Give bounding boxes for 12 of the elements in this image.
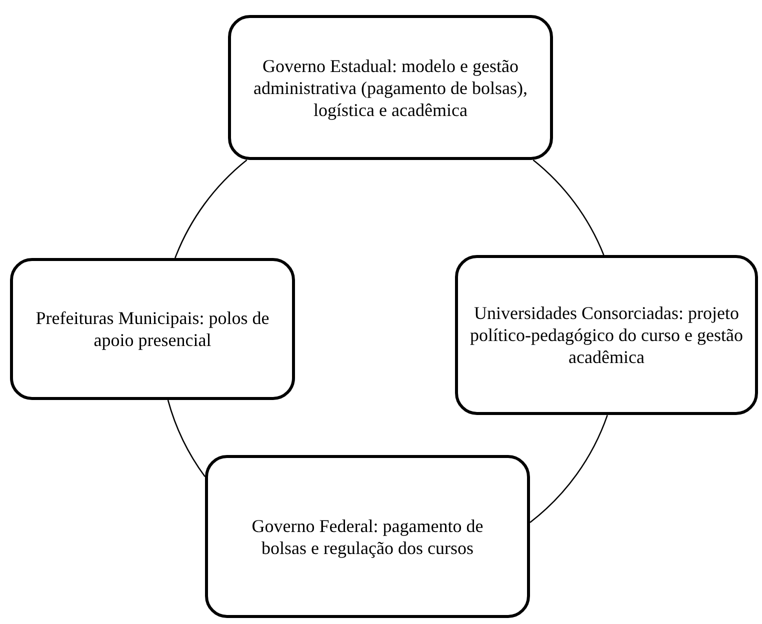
rounded-box <box>205 455 530 618</box>
rounded-box <box>10 258 295 400</box>
box-text: Universidades Consorciadas: projeto político-pedagógico do curso e gestão acadêmica <box>469 302 744 368</box>
box-text: Governo Estadual: modelo e gestão administrativa (pagamento de bolsas), logística e acadêmica <box>252 54 528 120</box>
rounded-box <box>455 255 758 415</box>
connector-arc <box>174 160 248 258</box>
box-text: Prefeituras Municipais: polos de apoio presencial <box>34 307 270 351</box>
connector-arc <box>532 160 604 256</box>
connector-arc <box>167 400 206 477</box>
connector-arc <box>530 414 608 523</box>
box-text: Governo Federal: pagamento de bolsas e regulação dos cursos <box>250 514 484 558</box>
rounded-box <box>228 15 553 160</box>
